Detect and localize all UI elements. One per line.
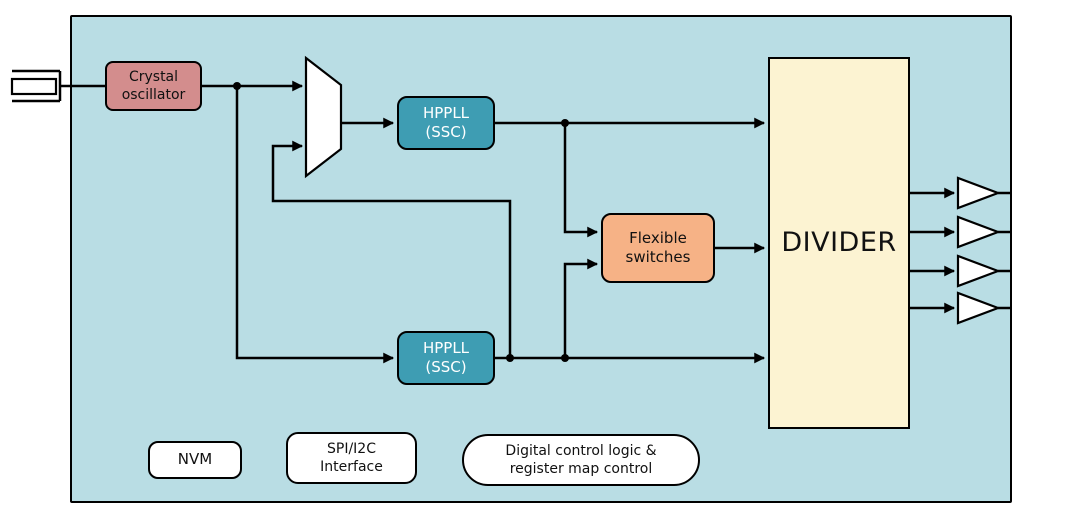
wire-osc-to-hppll-bottom bbox=[235, 86, 395, 364]
wire-feedback-to-mux bbox=[271, 140, 512, 358]
hppll-top-block: HPPLL (SSC) bbox=[397, 96, 495, 150]
output-buffer-icon bbox=[956, 254, 1002, 288]
crystal-icon bbox=[10, 69, 105, 103]
flexible-switches-block: Flexible switches bbox=[601, 213, 715, 283]
junction-dot bbox=[506, 354, 514, 362]
junction-dot bbox=[561, 354, 569, 362]
wire-hppll-bottom-to-switches bbox=[563, 258, 599, 358]
junction-dot bbox=[561, 119, 569, 127]
output-buffer-icon bbox=[956, 176, 1002, 210]
wire-hppll-top-to-switches bbox=[563, 123, 599, 238]
mux-icon bbox=[304, 55, 343, 179]
junction-dot bbox=[233, 82, 241, 90]
nvm-block: NVM bbox=[148, 441, 242, 479]
spi-i2c-interface-block: SPI/I2C Interface bbox=[286, 432, 417, 484]
divider-block: DIVIDER bbox=[768, 57, 910, 429]
output-buffer-icon bbox=[956, 215, 1002, 249]
hppll-bottom-block: HPPLL (SSC) bbox=[397, 331, 495, 385]
output-buffer-icon bbox=[956, 291, 1002, 325]
digital-control-block: Digital control logic & register map con… bbox=[462, 434, 700, 486]
crystal-oscillator-block: Crystal oscillator bbox=[105, 61, 202, 111]
